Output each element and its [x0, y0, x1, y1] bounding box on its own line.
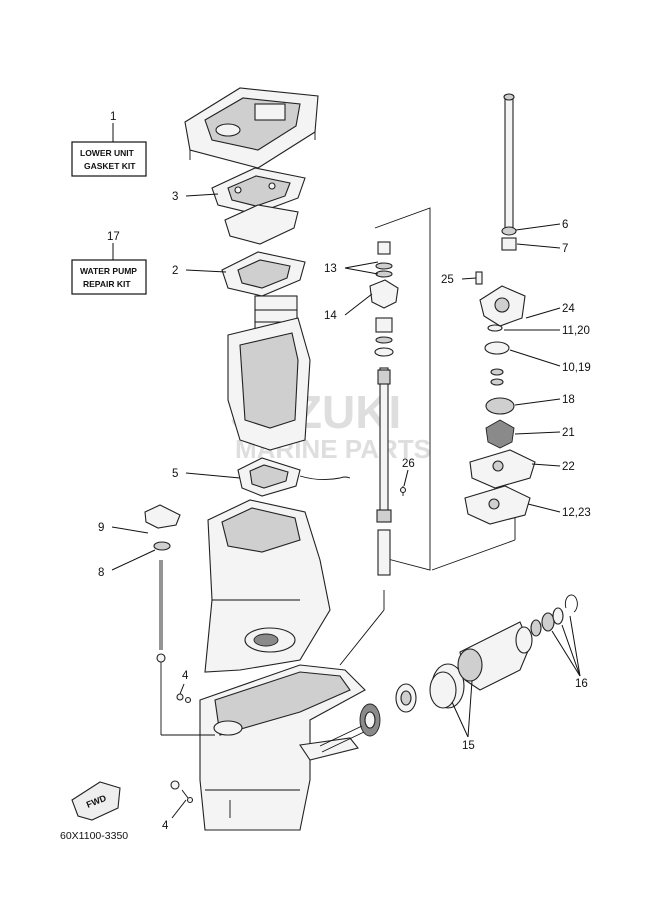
- gasket-3: [211, 167, 306, 245]
- callout-13: 13: [324, 263, 337, 275]
- callout-26: 26: [402, 458, 415, 470]
- propeller-shaft-gear: [319, 683, 417, 753]
- callout-4-lower: 4: [162, 820, 169, 832]
- lower-casing: [199, 664, 366, 831]
- gasket-5: [237, 457, 351, 497]
- callout-10-19: 10,19: [562, 362, 591, 374]
- callout-25: 25: [441, 274, 454, 286]
- callout-labels: 3 2 5 9 8 4 4 13 14 26 6 7 25 24 11,20 1…: [98, 191, 591, 832]
- callout-2: 2: [172, 265, 178, 277]
- kit-box-line2: REPAIR KIT: [83, 279, 131, 289]
- callout-22: 22: [562, 461, 575, 473]
- callout-15: 15: [462, 740, 475, 752]
- callout-5: 5: [172, 468, 178, 480]
- callout-24: 24: [562, 303, 575, 315]
- drive-shaft-assembly: [339, 207, 431, 666]
- kit-water-pump-repair: 17 WATER PUMP REPAIR KIT: [71, 231, 147, 295]
- callout-17: 17: [107, 231, 120, 243]
- kit-lower-unit-gasket: 1 LOWER UNIT GASKET KIT: [71, 111, 147, 177]
- leader-lines: [111, 193, 581, 819]
- callout-4-upper: 4: [182, 670, 189, 682]
- propeller-shaft-housing: [429, 594, 578, 709]
- water-pump-assembly: [431, 93, 536, 571]
- callout-9: 9: [98, 522, 104, 534]
- callout-14: 14: [324, 310, 337, 322]
- kit-box: [71, 259, 147, 295]
- kit-box: [71, 141, 147, 177]
- exhaust-guide: [227, 295, 311, 451]
- kit-box-line2: GASKET KIT: [84, 161, 136, 171]
- shift-rod-assembly: [144, 504, 215, 736]
- callout-21: 21: [562, 427, 575, 439]
- gasket-2: [221, 251, 306, 297]
- callout-6: 6: [562, 219, 568, 231]
- kit-box-line1: WATER PUMP: [80, 266, 137, 276]
- callout-12-23: 12,23: [562, 507, 591, 519]
- callout-3: 3: [172, 191, 178, 203]
- callout-7: 7: [562, 243, 568, 255]
- callout-8: 8: [98, 567, 104, 579]
- fwd-arrow-icon: FWD: [71, 781, 121, 821]
- bolt-assembly-lower: [170, 780, 194, 804]
- upper-casing-cover: [184, 87, 319, 176]
- drawing-code: 60X1100-3350: [60, 830, 128, 842]
- kit-box-line1: LOWER UNIT: [80, 148, 135, 158]
- callout-18: 18: [562, 394, 575, 406]
- callout-11-20: 11,20: [562, 325, 590, 337]
- callout-1: 1: [110, 111, 116, 123]
- upper-casing: [204, 499, 331, 673]
- callout-16: 16: [575, 678, 588, 690]
